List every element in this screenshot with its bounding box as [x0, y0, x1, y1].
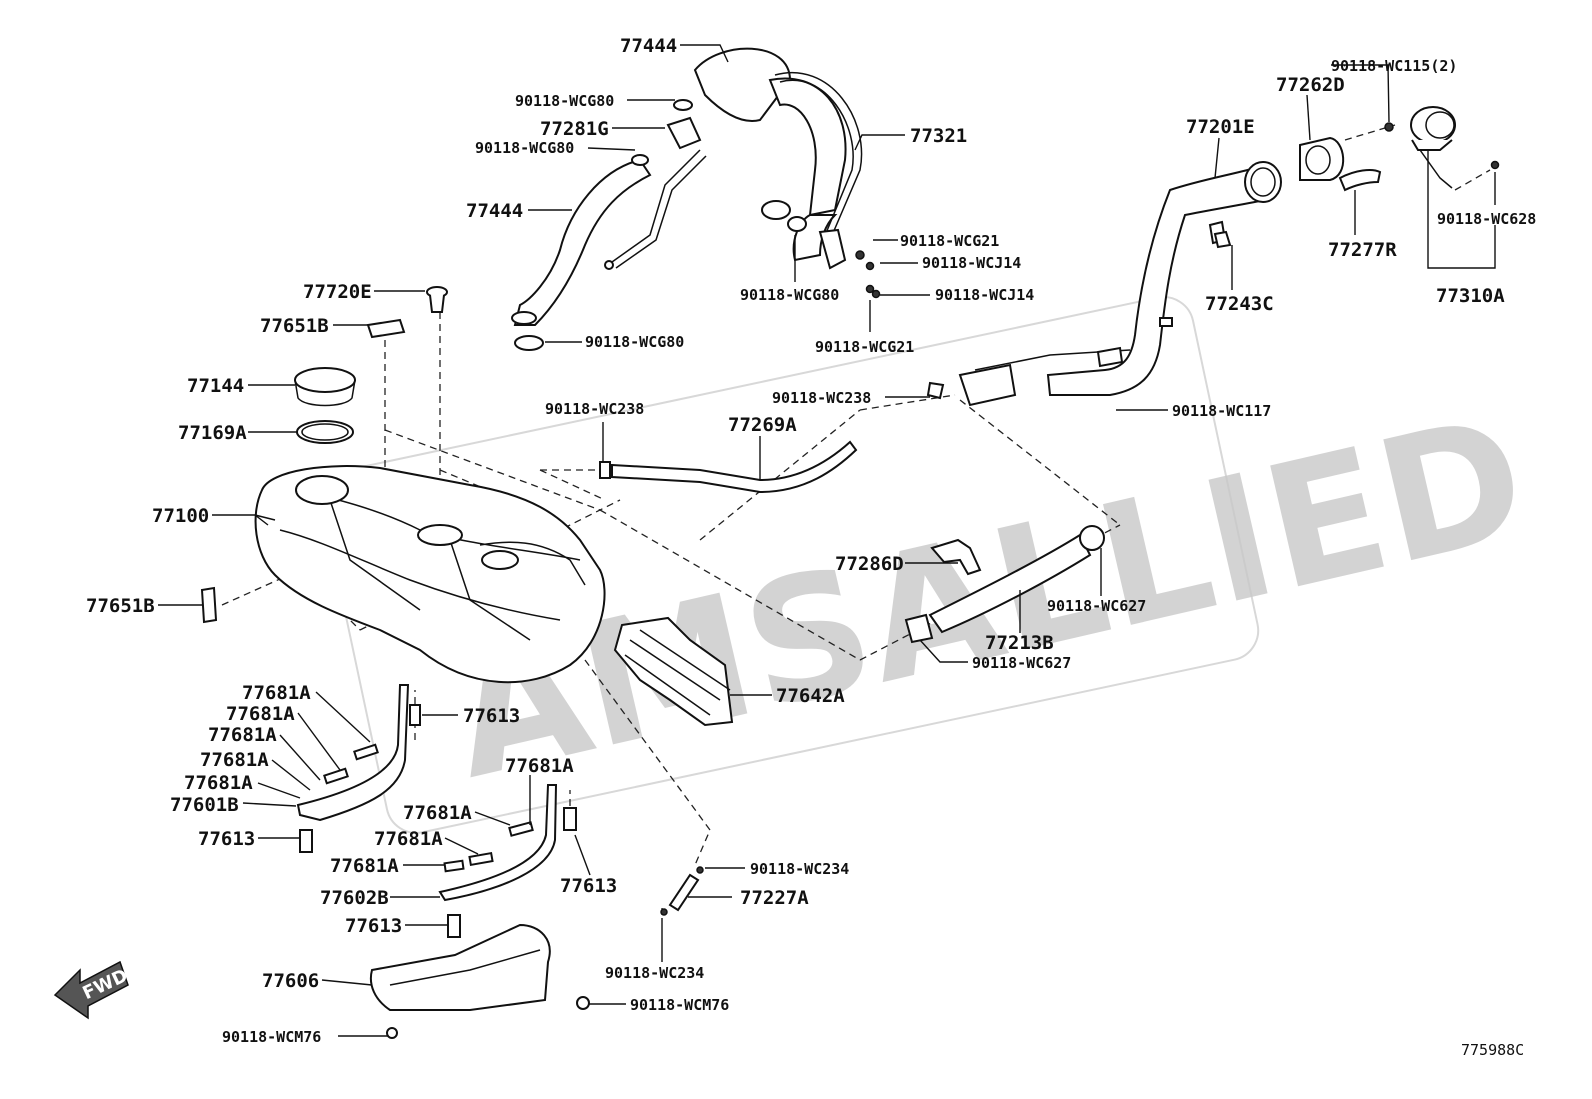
label-77100: 77100	[152, 505, 209, 527]
label-77681a-9: 77681A	[330, 855, 399, 877]
label-90118-wcg80-a: 90118-WCG80	[515, 92, 614, 110]
forward-direction-arrow-icon: FWD	[53, 960, 131, 1020]
label-77281g: 77281G	[540, 118, 609, 140]
label-77720e: 77720E	[303, 281, 372, 303]
label-90118-wcg80-c: 90118-WCG80	[740, 286, 839, 304]
protector-77642a	[613, 616, 734, 727]
label-plate-77651b-left	[200, 586, 218, 624]
label-77651b-top: 77651B	[260, 315, 329, 337]
label-77144: 77144	[187, 375, 244, 397]
tank-band-77602b	[438, 784, 558, 902]
label-77243c: 77243C	[1205, 293, 1274, 315]
label-90118-wcg21-a: 90118-WCG21	[900, 232, 999, 250]
label-77321: 77321	[910, 125, 967, 147]
gasket-77277r	[1338, 169, 1382, 192]
label-90118-wcg80-d: 90118-WCG80	[585, 333, 684, 351]
label-90118-wcm76-a: 90118-WCM76	[630, 996, 729, 1014]
label-90118-wcg21-b: 90118-WCG21	[815, 338, 914, 356]
hose-clamps	[514, 99, 881, 351]
label-77681a-3: 77681A	[208, 724, 277, 746]
sender-plug-77720e	[426, 286, 448, 313]
label-77613-c: 77613	[560, 875, 617, 897]
tank-band-77601b	[296, 684, 410, 822]
vent-hose-77269a	[599, 381, 945, 494]
label-plate-77651b-top	[366, 318, 406, 339]
label-90118-wc234-b: 90118-WC234	[605, 964, 704, 982]
label-77262d: 77262D	[1276, 74, 1345, 96]
label-90118-wc627-a: 90118-WC627	[1047, 597, 1146, 615]
label-77613-b: 77613	[198, 828, 255, 850]
fuel-cap-77310a	[1384, 106, 1500, 189]
label-90118-wc238-a: 90118-WC238	[545, 400, 644, 418]
inlet-hose-77213b	[904, 525, 1105, 644]
label-90118-wcg80-b: 90118-WCG80	[475, 139, 574, 157]
clamp-77286d	[930, 538, 982, 576]
label-77602b: 77602B	[320, 887, 389, 909]
diagram-code: 775988C	[1461, 1041, 1524, 1059]
leader-lines	[158, 44, 1496, 1037]
part-labels: 77444 90118-WCG80 77281G 90118-WCG80 774…	[86, 35, 1536, 1059]
label-90118-wcj14-a: 90118-WCJ14	[922, 254, 1021, 272]
label-90118-wc628: 90118-WC628	[1437, 210, 1536, 228]
label-77642a: 77642A	[776, 685, 845, 707]
label-77681a-5: 77681A	[184, 772, 253, 794]
breather-tube-77321	[604, 72, 863, 270]
label-77681a-1: 77681A	[242, 682, 311, 704]
label-77444-top: 77444	[620, 35, 677, 57]
gasket-77169a	[296, 420, 354, 444]
label-90118-wc627-b: 90118-WC627	[972, 654, 1071, 672]
label-90118-wc238-b: 90118-WC238	[772, 389, 871, 407]
fuel-tank	[254, 465, 606, 684]
hose-77227a	[660, 866, 704, 916]
label-77601b: 77601B	[170, 794, 239, 816]
label-77286d: 77286D	[835, 553, 904, 575]
label-77277r: 77277R	[1328, 239, 1397, 261]
filler-pipe-77201e	[958, 161, 1282, 407]
filler-pipe-sub-77243c	[1213, 230, 1232, 249]
label-77169a: 77169A	[178, 422, 247, 444]
label-90118-wcj14-b: 90118-WCJ14	[935, 286, 1034, 304]
fuel-hose-77444	[511, 47, 847, 326]
label-77213b: 77213B	[985, 632, 1054, 654]
label-90118-wc117: 90118-WC117	[1172, 402, 1271, 420]
label-77227a: 77227A	[740, 887, 809, 909]
label-90118-wcm76-b: 90118-WCM76	[222, 1028, 321, 1046]
label-77201e: 77201E	[1186, 116, 1255, 138]
label-77269a: 77269A	[728, 414, 797, 436]
label-90118-wc115: 90118-WC115(2)	[1331, 57, 1457, 75]
lock-ring-77144	[294, 367, 356, 407]
label-77613-a: 77613	[463, 705, 520, 727]
label-77444-mid: 77444	[466, 200, 523, 222]
label-77310a: 77310A	[1436, 285, 1505, 307]
label-77606: 77606	[262, 970, 319, 992]
label-77613-d: 77613	[345, 915, 402, 937]
label-77681a-4: 77681A	[200, 749, 269, 771]
label-90118-wc234-a: 90118-WC234	[750, 860, 849, 878]
label-77651b-left: 77651B	[86, 595, 155, 617]
label-77681a-7: 77681A	[403, 802, 472, 824]
bolts-77613	[299, 704, 577, 938]
fuel-inlet-box-77262d	[1299, 136, 1345, 181]
insulator-77606	[370, 923, 590, 1039]
label-77681a-2: 77681A	[226, 703, 295, 725]
label-77681a-6: 77681A	[505, 755, 574, 777]
label-77681a-8: 77681A	[374, 828, 443, 850]
